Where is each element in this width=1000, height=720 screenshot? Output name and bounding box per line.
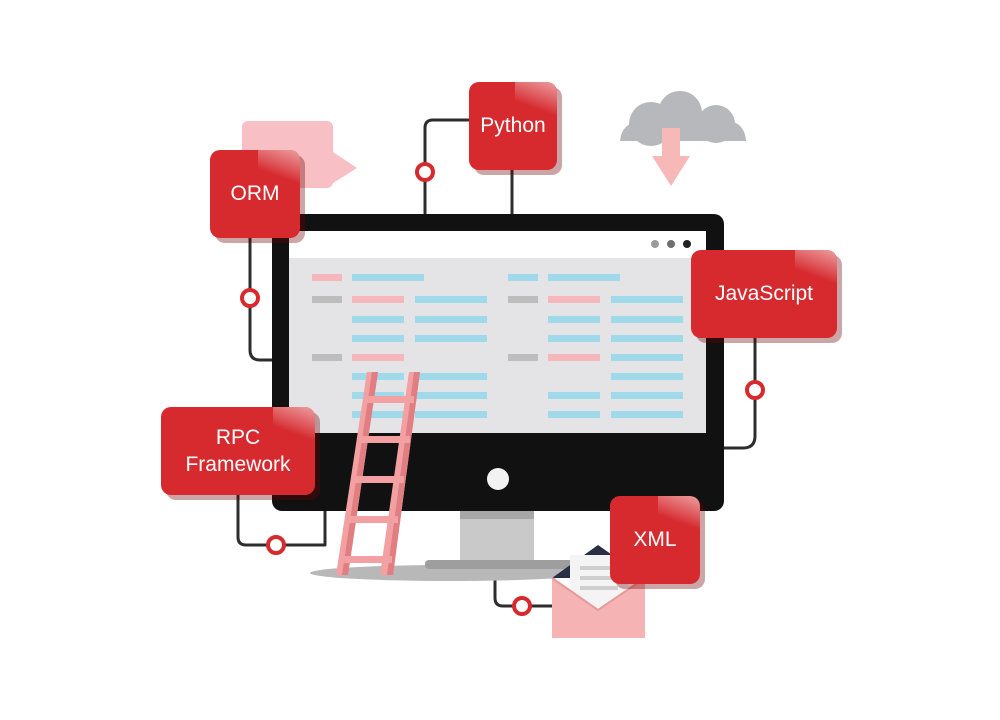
table-cell [415, 316, 487, 323]
table-cell [352, 335, 404, 342]
table-cell [548, 354, 600, 361]
python-tag: Python [469, 82, 557, 170]
table-cell [548, 274, 620, 281]
table-cell [508, 354, 538, 361]
table-cell [352, 296, 404, 303]
table-cell [548, 392, 600, 399]
table-cell [548, 335, 600, 342]
screen-table [312, 274, 683, 418]
table-cell [611, 354, 683, 361]
connector-nodes [240, 162, 765, 616]
table-cell [312, 274, 342, 281]
connector-rpc [236, 495, 327, 547]
connector-js [720, 338, 757, 450]
table-cell [508, 274, 538, 281]
rpc-label-line1: RPC [215, 425, 261, 449]
table-cell [415, 373, 487, 380]
window-dots-icon [651, 240, 691, 248]
table-cell [312, 296, 342, 303]
table-cell [611, 373, 683, 380]
table-cell [611, 296, 683, 303]
cloud-download-icon [620, 91, 746, 186]
connector-node [415, 162, 435, 182]
javascript-tag: JavaScript [691, 250, 837, 338]
table-cell [415, 392, 487, 399]
xml-label: XML [633, 528, 677, 552]
table-cell [352, 354, 404, 361]
table-cell [415, 335, 487, 342]
connector-xml [493, 580, 555, 608]
monitor-power-button [487, 468, 509, 490]
table-cell [352, 316, 404, 323]
rpc-label: RPC Framework [185, 424, 290, 479]
rpc-label-line2: Framework [185, 453, 291, 476]
orm-tag: ORM [210, 150, 300, 238]
table-cell [548, 316, 600, 323]
connector-python-left [423, 118, 469, 214]
orm-label: ORM [230, 182, 280, 206]
table-cell [415, 296, 487, 303]
connector-node [266, 535, 286, 555]
javascript-label: JavaScript [714, 282, 814, 306]
connector-node [512, 596, 532, 616]
table-cell [611, 392, 683, 399]
connector-orm [248, 238, 278, 362]
table-cell [352, 392, 404, 399]
table-cell [611, 411, 683, 418]
table-cell [548, 296, 600, 303]
connector-node [240, 288, 260, 308]
connector-node [745, 380, 765, 400]
table-cell [415, 411, 487, 418]
table-cell [508, 296, 538, 303]
table-cell [548, 411, 600, 418]
rpc-framework-tag: RPC Framework [161, 407, 315, 495]
table-cell [352, 274, 424, 281]
table-cell [352, 373, 404, 380]
python-label: Python [480, 114, 546, 138]
table-cell [312, 354, 342, 361]
xml-tag: XML [610, 496, 700, 584]
connector-lines [236, 118, 757, 608]
screen-content-area [289, 258, 706, 433]
ladder-icon [336, 372, 420, 575]
table-cell [611, 316, 683, 323]
monitor-stand [425, 511, 575, 569]
table-cell [611, 335, 683, 342]
table-cell [352, 411, 404, 418]
